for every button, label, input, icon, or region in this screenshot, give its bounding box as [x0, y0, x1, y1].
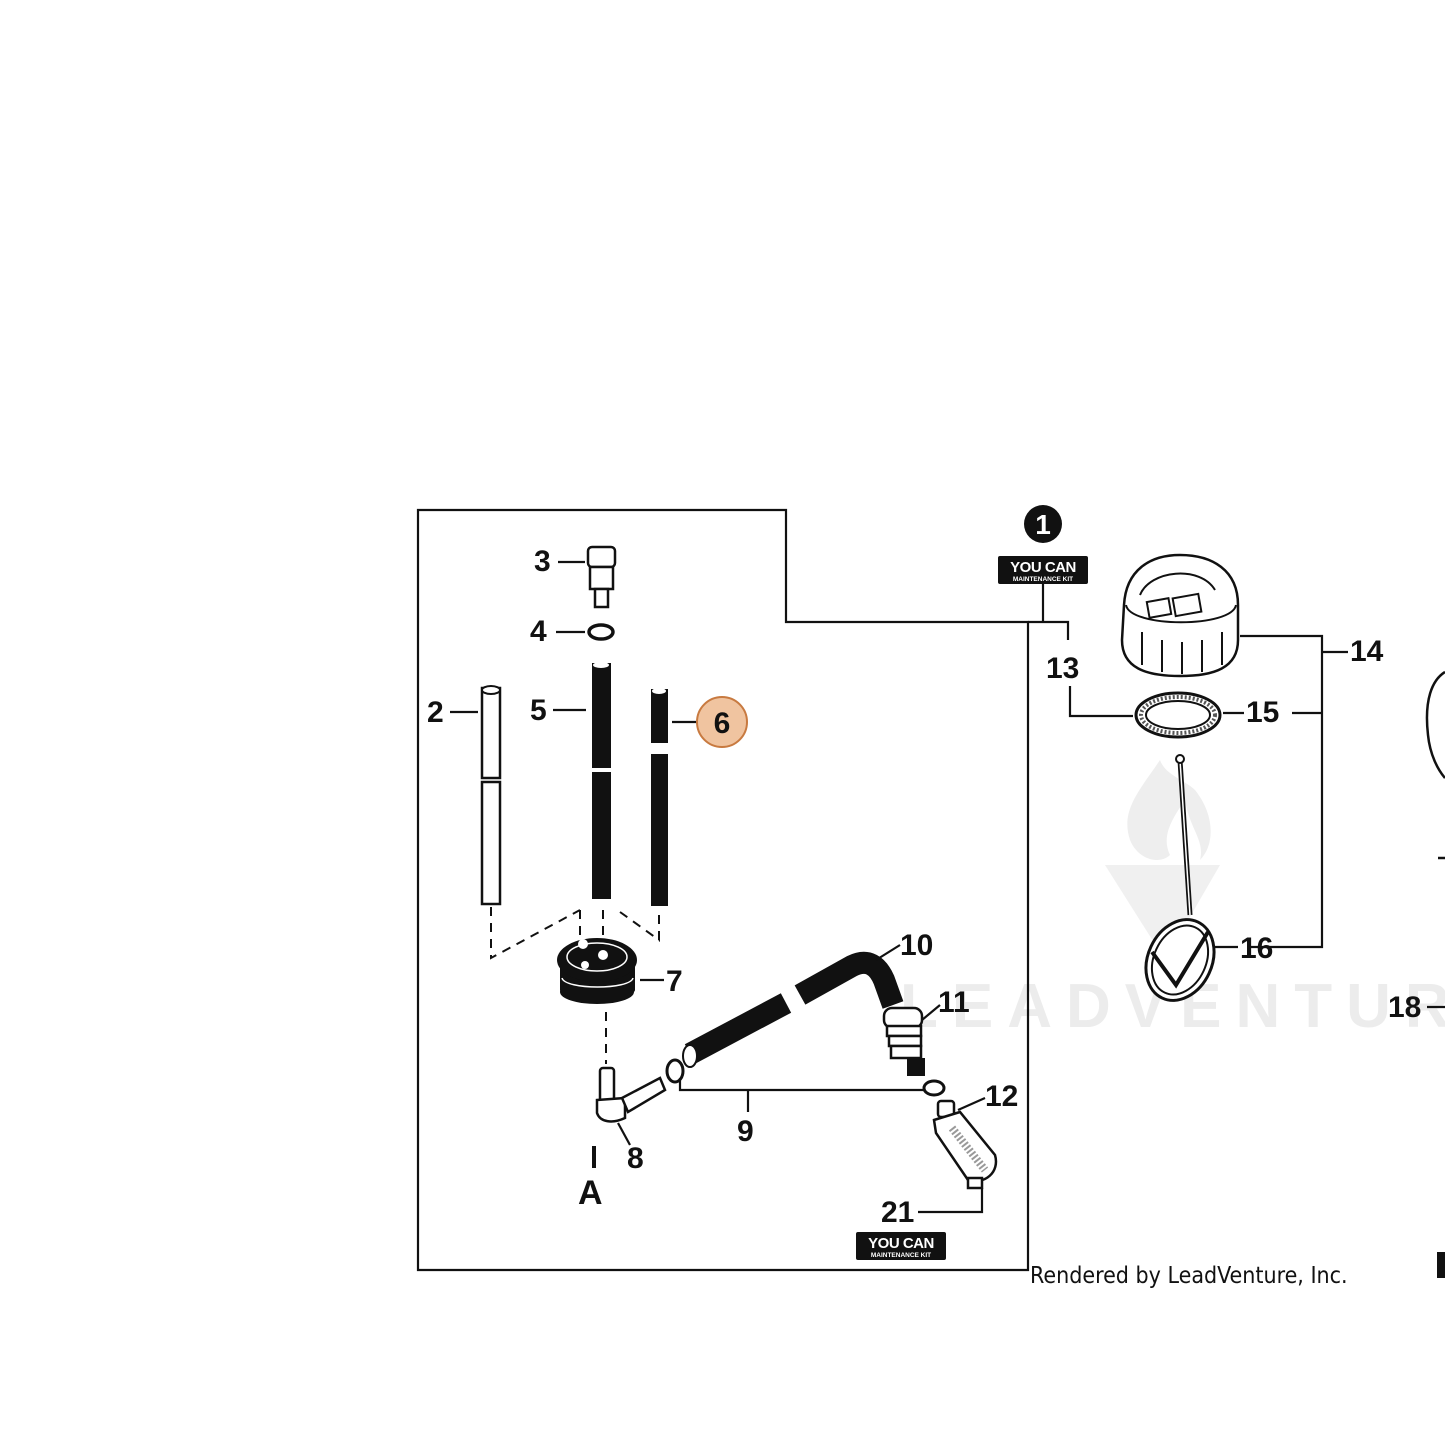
part-3-fitting — [586, 545, 617, 609]
part-9-o-ring-left — [665, 1058, 685, 1084]
callout-11: 11 — [938, 986, 970, 1019]
callout-7: 7 — [666, 965, 683, 998]
watermark-flame-icon — [1127, 760, 1211, 860]
part-6-hose — [651, 688, 668, 906]
callout-13: 13 — [1046, 652, 1079, 685]
callout-6-highlight — [696, 696, 748, 748]
kit-logo-bottom-2: MAINTENANCE KIT — [871, 1252, 931, 1259]
part-4-o-ring — [587, 623, 615, 641]
partial-callout-right — [1437, 1252, 1445, 1278]
callout-18: 18 — [1388, 991, 1421, 1024]
callout-16: 16 — [1240, 932, 1273, 965]
callout-12: 12 — [985, 1080, 1018, 1113]
part-9-o-ring-right — [922, 1079, 946, 1097]
render-credit: Rendered by LeadVenture, Inc. — [1030, 1263, 1348, 1289]
maintenance-kit-badge-bottom: YOU CAN MAINTENANCE KIT — [856, 1232, 946, 1260]
part-15-gasket — [1134, 691, 1222, 739]
callout-9: 9 — [737, 1115, 754, 1148]
kit-logo-top-2: YOU CAN — [868, 1235, 934, 1252]
part-16-tether — [1144, 754, 1216, 1002]
callout-5: 5 — [530, 694, 547, 727]
callout-8: 8 — [627, 1142, 644, 1175]
callout-4: 4 — [530, 615, 547, 648]
part-11-connector — [882, 1006, 925, 1076]
callout-15: 15 — [1246, 696, 1279, 729]
kit-logo-bottom: MAINTENANCE KIT — [1013, 576, 1073, 583]
callout-a: A — [578, 1174, 603, 1212]
callout-14: 14 — [1350, 635, 1384, 668]
badge-number: 1 — [1035, 509, 1051, 540]
part-2-hose — [480, 685, 502, 906]
callout-3: 3 — [534, 545, 551, 578]
part-5-hose — [592, 662, 611, 899]
callout-10: 10 — [900, 929, 933, 962]
part-10-fuel-hose — [682, 951, 904, 1068]
part-7-grommet — [557, 938, 637, 1004]
kit-logo-top: YOU CAN — [1010, 559, 1076, 576]
maintenance-kit-badge-top: 1 YOU CAN MAINTENANCE KIT — [998, 505, 1088, 622]
part-partial-right — [1425, 670, 1445, 860]
callout-6: 6 — [714, 707, 731, 740]
part-8-elbow — [595, 1066, 667, 1123]
part-14-fuel-cap — [1120, 553, 1240, 678]
part-12-fuel-filter — [932, 1099, 998, 1190]
watermark-v-icon — [1105, 865, 1220, 960]
group-border — [416, 508, 1030, 1272]
callout-21: 21 — [881, 1196, 914, 1229]
callout-2: 2 — [427, 696, 444, 729]
